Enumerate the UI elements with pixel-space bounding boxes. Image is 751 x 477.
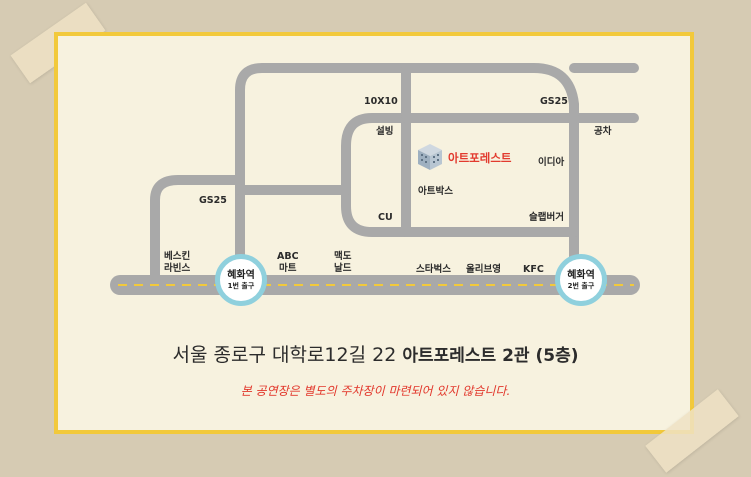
label-abc: ABC xyxy=(277,251,299,262)
label-oliveyoung: 올리브영 xyxy=(466,264,501,275)
label-artbox: 아트박스 xyxy=(418,186,453,197)
label-cu: CU xyxy=(378,212,393,223)
label-mcd-1: 맥도 xyxy=(334,251,352,262)
road-inner-left xyxy=(341,113,579,237)
road-left-loop xyxy=(150,175,245,290)
label-baskin-robbins: 베스킨 라빈스 xyxy=(164,251,190,275)
label-10x10: 10X10 xyxy=(364,96,398,107)
address-building: 아트포레스트 2관 (5층) xyxy=(402,346,579,366)
label-abc-mart: ABC 마트 xyxy=(277,251,299,275)
label-mcd-2: 날드 xyxy=(334,263,352,274)
venue-marker: 아트포레스트 xyxy=(418,145,511,171)
station-1-exit: 1번 출구 xyxy=(227,281,255,290)
station-1-name: 혜화역 xyxy=(227,269,255,281)
label-kfc: KFC xyxy=(523,264,544,275)
road-top-loop xyxy=(235,63,579,265)
station-exit-2: 혜화역 2번 출구 xyxy=(555,254,607,306)
label-seolbing: 설빙 xyxy=(376,126,394,137)
label-gs25-top: GS25 xyxy=(540,96,568,107)
label-gs25-left: GS25 xyxy=(199,195,227,206)
venue-name: 아트포레스트 xyxy=(448,151,512,165)
station-2-exit: 2번 출구 xyxy=(567,281,595,290)
label-ravins: 라빈스 xyxy=(164,263,191,274)
address: 서울 종로구 대학로12길 22 아트포레스트 2관 (5층) xyxy=(0,340,751,367)
address-street: 서울 종로구 대학로12길 22 xyxy=(172,344,397,366)
label-starbucks: 스타벅스 xyxy=(416,264,451,275)
parking-notice: 본 공연장은 별도의 주차장이 마련되어 있지 않습니다. xyxy=(240,384,511,398)
building-icon xyxy=(418,144,442,170)
label-mcdonalds: 맥도 날드 xyxy=(334,251,351,275)
label-burger: 슬랩버거 xyxy=(529,212,564,223)
station-2-name: 혜화역 xyxy=(567,269,595,281)
label-baskin: 베스킨 xyxy=(164,251,191,262)
label-ediya: 이디아 xyxy=(538,157,565,168)
label-mart: 마트 xyxy=(279,263,297,274)
label-gong-cha: 공차 xyxy=(594,126,612,137)
station-exit-1: 혜화역 1번 출구 xyxy=(215,254,267,306)
